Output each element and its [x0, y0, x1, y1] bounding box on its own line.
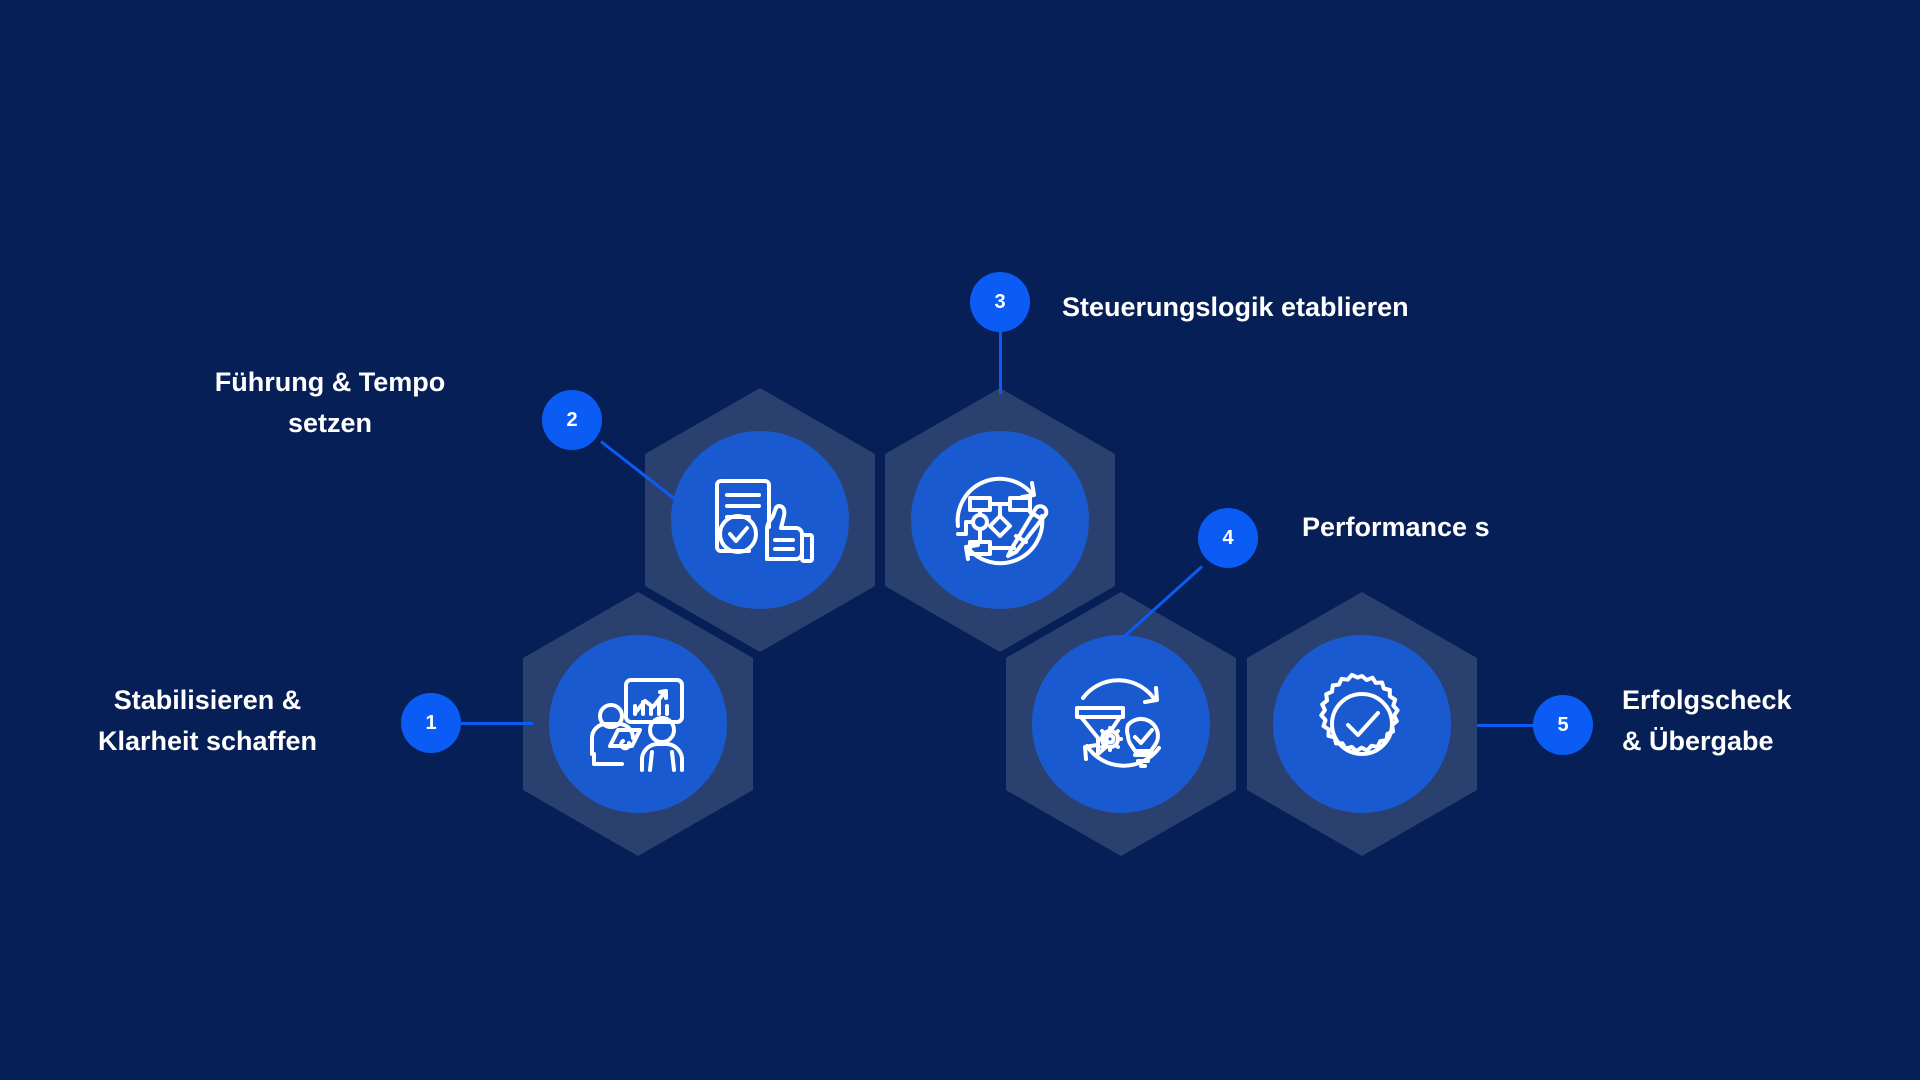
badge-step-1[interactable]: 1: [401, 693, 461, 753]
verified-badge-check-icon: [1319, 672, 1400, 756]
badge-step-2[interactable]: 2: [542, 390, 602, 450]
label-step-5: Erfolgscheck & Übergabe: [1622, 685, 1792, 756]
hexagon-step-4[interactable]: [1006, 592, 1236, 856]
hex-circle-step-5: [1273, 635, 1451, 813]
flowchart-pencil-refresh-icon: [955, 476, 1049, 566]
badge-step-4[interactable]: 4: [1198, 508, 1258, 568]
presentation-chart-people-icon: [590, 678, 684, 772]
hex-circle-step-4: [1032, 635, 1210, 813]
funnel-gear-lightbulb-refresh-icon: [1075, 678, 1161, 768]
connector-step-3: [999, 331, 1002, 394]
connector-step-1: [461, 722, 533, 725]
document-check-thumbs-up-icon: [715, 479, 814, 563]
hexagon-step-2[interactable]: [645, 388, 875, 652]
hexagon-step-5[interactable]: [1247, 592, 1477, 856]
connector-step-5: [1477, 724, 1552, 727]
label-step-1: Stabilisieren & Klarheit schaffen: [97, 685, 318, 756]
badge-step-5[interactable]: 5: [1533, 695, 1593, 755]
hexagon-step-3[interactable]: [885, 388, 1115, 652]
hex-circle-step-3: [911, 431, 1089, 609]
hexagon-step-1[interactable]: [523, 592, 753, 856]
badge-step-3[interactable]: 3: [970, 272, 1030, 332]
hex-circle-step-1: [549, 635, 727, 813]
label-step-3: Steuerungslogik etablieren: [1062, 292, 1409, 322]
label-step-4: Performance s: [1302, 512, 1490, 542]
label-step-2: Führung & Tempo setzen: [214, 367, 446, 438]
hex-circle-step-2: [671, 431, 849, 609]
